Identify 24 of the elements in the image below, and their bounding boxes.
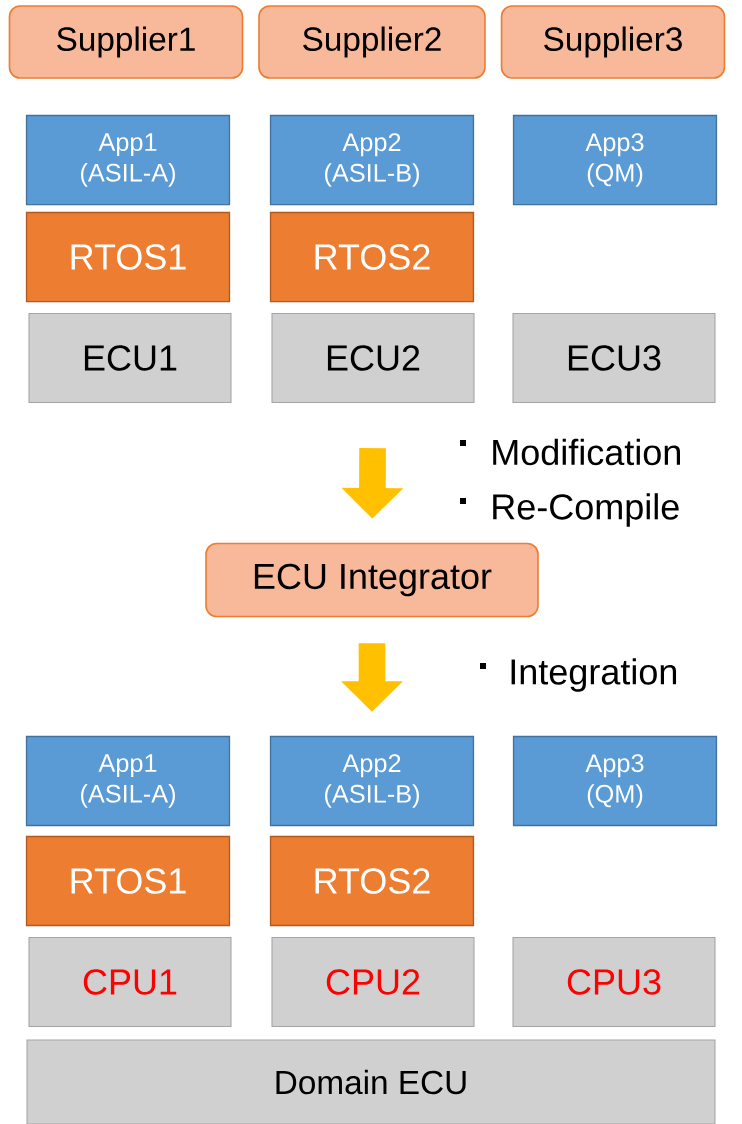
ecu-box: ECU3 [512,312,716,404]
supplier-box: Supplier2 [258,5,486,79]
ecu-box: ECU1 [28,312,232,404]
ecu-box: ECU2 [271,312,475,404]
supplier-box: Supplier3 [500,5,726,79]
integrator-box: ECU Integrator [205,542,539,618]
rtos-box: RTOS1 [25,835,231,927]
app-box: App3 (QM) [512,114,718,206]
domain-ecu-box: Domain ECU [26,1039,716,1124]
supplier-box: Supplier1 [8,5,244,79]
cpu-box: CPU1 [28,936,232,1028]
cpu-box: CPU3 [512,936,716,1028]
app-box: App1 (ASIL-A) [25,114,231,206]
app-box: App1 (ASIL-A) [25,735,231,827]
app-box: App2 (ASIL-B) [269,735,475,827]
app-box: App2 (ASIL-B) [269,114,475,206]
note-text: Re-Compile [493,493,679,527]
note-text: Integration [511,658,677,692]
cpu-box: CPU2 [271,936,475,1028]
note-text: Modification [493,438,680,466]
rtos-box: RTOS2 [269,211,475,303]
rtos-box: RTOS2 [269,835,475,927]
rtos-box: RTOS1 [25,211,231,303]
app-box: App3 (QM) [512,735,718,827]
